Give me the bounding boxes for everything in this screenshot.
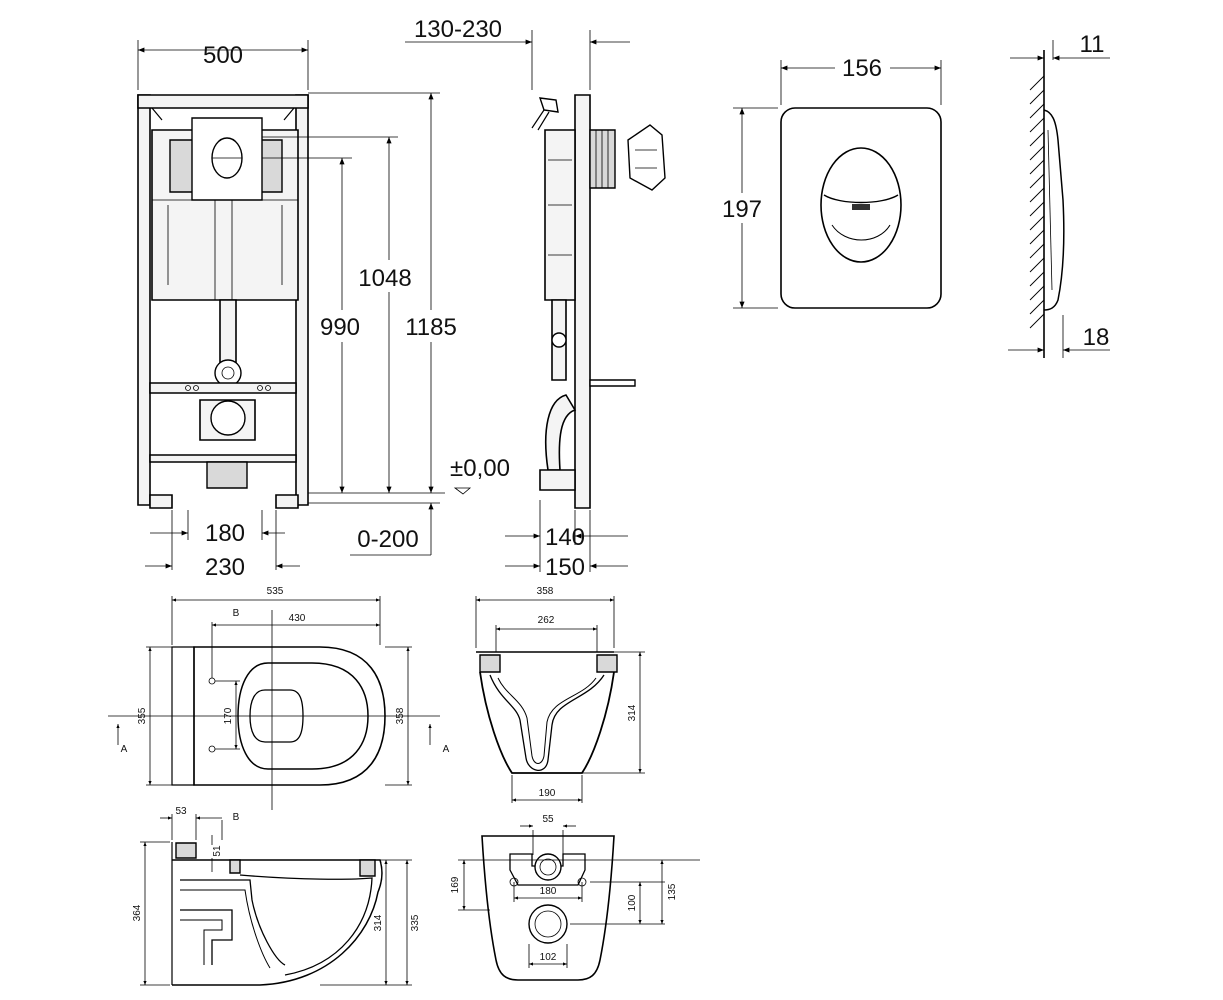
dim-1048: 1048 [358, 265, 411, 292]
floor-level-label: ±0,00 [450, 455, 510, 482]
dim-130-230: 130-230 [414, 16, 502, 43]
flush-plate-side-dimensions: 11 18 [1008, 31, 1110, 358]
bowl-side-dimensions: 53 51 364 314 335 [132, 806, 421, 986]
dim-135: 135 [667, 883, 678, 900]
frame-front-view [137, 94, 309, 509]
dim-314-side: 314 [373, 914, 384, 931]
dim-535: 535 [267, 586, 284, 597]
dim-230: 230 [205, 554, 245, 581]
dim-170: 170 [223, 707, 234, 724]
dim-0-200: 0-200 [357, 526, 418, 553]
dim-11: 11 [1080, 31, 1105, 58]
dim-355: 355 [137, 707, 148, 724]
dim-314-front: 314 [627, 704, 638, 721]
dim-140: 140 [545, 524, 585, 551]
frame-side-view [531, 94, 666, 509]
dim-180: 180 [205, 520, 245, 547]
section-a-left: A [121, 744, 128, 755]
dim-262: 262 [538, 615, 555, 626]
dim-156: 156 [842, 55, 882, 82]
frame-dimensions: 500 1048 990 1185 ±0,00 0-200 180 230 [137, 40, 510, 581]
dim-150: 150 [545, 554, 585, 581]
flush-plate-dimensions: 156 197 [720, 52, 942, 309]
flush-plate-front [780, 107, 942, 309]
dim-1185: 1185 [405, 314, 457, 341]
dim-190: 190 [539, 788, 556, 799]
flush-plate-side [1029, 50, 1065, 358]
dim-180-back: 180 [540, 886, 557, 897]
dim-102: 102 [540, 952, 557, 963]
dim-169: 169 [450, 876, 461, 893]
bowl-back-dimensions: 55 180 169 100 135 102 [450, 814, 700, 968]
section-b-top: B [233, 608, 240, 619]
dim-100: 100 [627, 894, 638, 911]
dim-53: 53 [175, 806, 187, 817]
section-b-bottom: B [233, 812, 240, 823]
dim-430: 430 [289, 613, 306, 624]
dim-358-front: 358 [537, 586, 554, 597]
dim-500: 500 [203, 42, 243, 69]
bowl-side-section [171, 842, 383, 986]
dim-55: 55 [542, 814, 554, 825]
dim-51: 51 [212, 845, 223, 857]
dim-990: 990 [320, 314, 360, 341]
section-a-right: A [443, 744, 450, 755]
dim-364: 364 [132, 904, 143, 921]
bowl-front-dimensions: 358 262 314 190 [475, 586, 645, 803]
bowl-top-view [108, 610, 440, 810]
dim-358-top: 358 [395, 707, 406, 724]
bowl-top-dimensions: 535 430 B B A A 355 358 170 [116, 586, 450, 823]
side-view-dimensions: 130-230 140 150 [405, 16, 630, 581]
dim-335: 335 [410, 914, 421, 931]
dim-197: 197 [722, 196, 762, 223]
bowl-front-view [476, 651, 618, 774]
dim-18: 18 [1083, 324, 1110, 351]
